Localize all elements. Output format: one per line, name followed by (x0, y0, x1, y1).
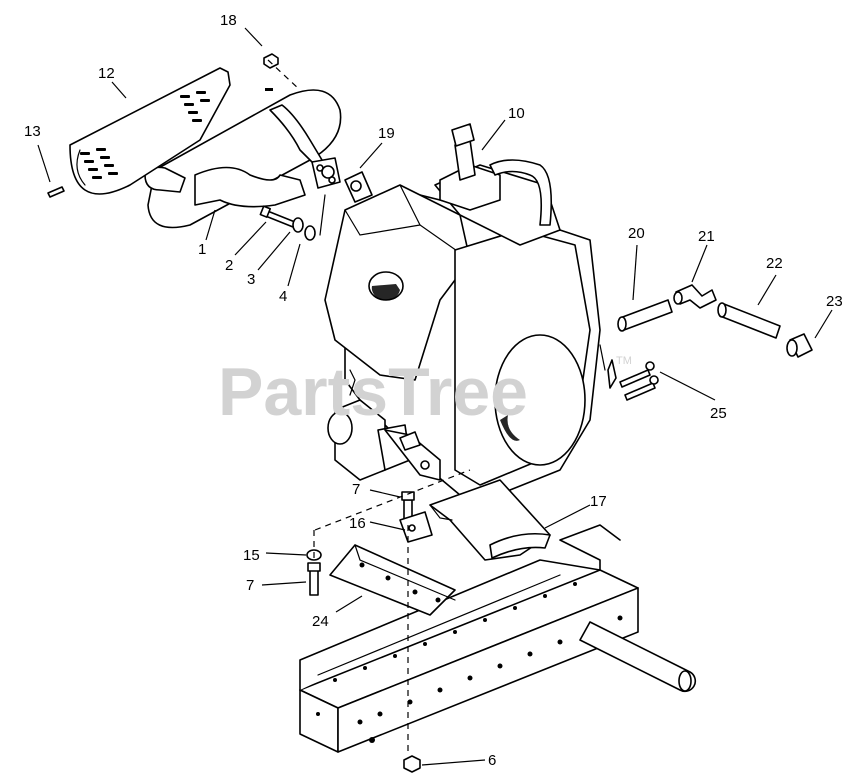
gasket-19 (319, 171, 373, 236)
callout-2: 2 (225, 257, 233, 274)
callout-19: 19 (378, 125, 395, 142)
callout-7-upper: 7 (352, 481, 360, 498)
frame-rail (299, 524, 697, 753)
callout-15: 15 (243, 547, 260, 564)
callout-18: 18 (220, 12, 237, 29)
callout-4: 4 (279, 288, 287, 305)
callout-13: 13 (24, 123, 41, 140)
callout-12: 12 (98, 65, 115, 82)
callout-7-lower: 7 (246, 577, 254, 594)
leader-lines (37, 27, 833, 766)
callout-23: 23 (826, 293, 843, 310)
muffler (144, 89, 342, 229)
callout-21: 21 (698, 228, 715, 245)
nut-18 (263, 53, 279, 69)
watermark-trademark: TM (616, 355, 632, 367)
bolt-2 (259, 205, 296, 228)
heat-shield (69, 67, 273, 195)
callouts: 18 12 13 10 19 1 2 3 4 20 21 22 23 25 7 … (24, 12, 843, 769)
nipple-20 (617, 299, 673, 332)
bracket-17 (429, 479, 551, 561)
bolts-25 (607, 359, 659, 401)
callout-24: 24 (312, 613, 329, 630)
callout-6: 6 (488, 752, 496, 769)
center-lines (267, 59, 471, 752)
washer-3 (292, 217, 304, 233)
pipe-22 (717, 302, 781, 339)
watermark: PartsTree (218, 354, 528, 430)
callout-17: 17 (590, 493, 607, 510)
callout-1: 1 (198, 241, 206, 258)
elbow-21 (673, 284, 717, 309)
callout-16: 16 (349, 515, 366, 532)
bolt-7-lower (307, 562, 321, 596)
clip-16 (399, 511, 433, 543)
screw-13 (47, 186, 65, 198)
engine (324, 123, 606, 496)
cap-23 (786, 333, 813, 358)
callout-22: 22 (766, 255, 783, 272)
callout-10: 10 (508, 105, 525, 122)
callout-20: 20 (628, 225, 645, 242)
washer-4 (304, 225, 316, 241)
nut-6 (403, 755, 421, 773)
plate-24 (329, 544, 456, 616)
callout-3: 3 (247, 271, 255, 288)
callout-25: 25 (710, 405, 727, 422)
